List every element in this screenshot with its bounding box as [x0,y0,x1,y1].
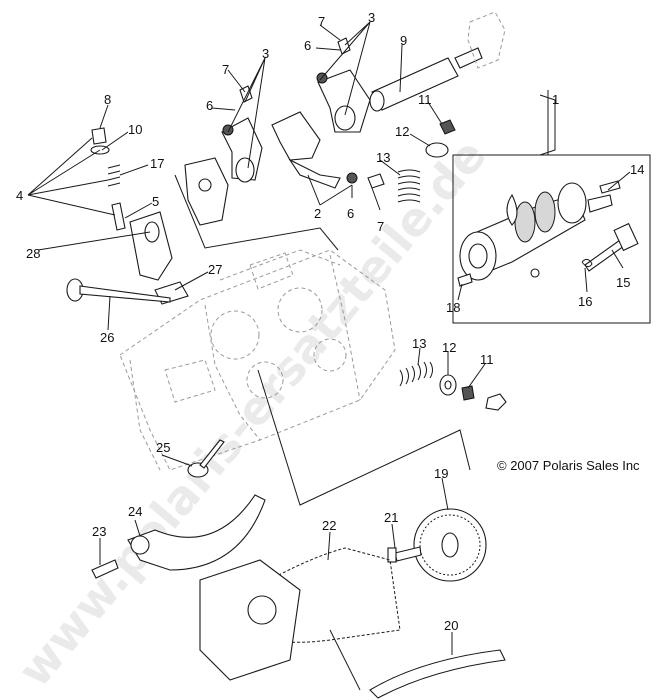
valve-keeper-11-upper [439,119,456,135]
callout-1: 1 [552,92,559,107]
reference-mark-a [485,393,507,411]
callout-4: 4 [16,188,23,203]
cylinder-head [119,249,396,471]
callout-5: 5 [152,194,159,209]
callout-19: 19 [434,466,448,481]
rocker-arm-middle [271,111,385,189]
callout-16: 16 [578,294,592,309]
callout-26: 26 [100,330,114,345]
callout-6c: 6 [347,206,354,221]
callout-12a: 12 [395,124,409,139]
callout-22: 22 [322,518,336,533]
chain-guide-24 [127,494,266,571]
callout-17: 17 [150,156,164,171]
callout-15: 15 [616,275,630,290]
callout-18: 18 [446,300,460,315]
bolt-23 [91,559,119,579]
callout-11a: 11 [418,92,432,107]
valve-spring-13-upper [397,169,421,203]
callout-3a: 3 [368,10,375,25]
callout-20: 20 [444,618,458,633]
rocker-arm-upper-right [316,37,371,133]
camshaft [459,182,613,281]
callout-25: 25 [156,440,170,455]
callout-13b: 13 [412,336,426,351]
callout-9: 9 [400,33,407,48]
camshaft-assembly-box [452,154,651,324]
callout-7b: 7 [222,62,229,77]
assembly-bracket-lower [257,369,471,506]
callout-11b: 11 [480,352,494,367]
callout-7c: 7 [377,219,384,234]
callout-labels: 1 2 3 3 3 4 5 6 6 6 7 7 7 8 9 10 11 11 1… [16,10,644,633]
bolt-21 [387,546,422,563]
chain-guide-20 [369,649,506,699]
callout-3b: 3 [262,46,269,61]
copyright-notice: © 2007 Polaris Sales Inc [497,458,640,473]
valve-26 [66,278,171,303]
camshaft-plug-18 [457,273,473,287]
rocker-arm-upper-left [221,85,263,183]
callout-27: 27 [208,262,222,277]
assembly-bracket-upper [174,174,339,251]
callout-14: 14 [630,162,644,177]
callout-28: 28 [26,246,40,261]
valve-retainer-12-lower [439,374,457,396]
crankcase-cover [199,559,301,681]
callout-6b: 6 [206,98,213,113]
callout-8: 8 [104,92,111,107]
valve-spring-13-lower [399,361,433,387]
valve-retainer-12-upper [425,142,449,158]
callout-13a: 13 [376,150,390,165]
valve-keeper-11-lower [461,385,475,401]
callout-21: 21 [384,510,398,525]
callout-2: 2 [314,206,321,221]
callout-6a: 6 [304,38,311,53]
rocker-shaft-9 [369,11,506,112]
spring-clip-16 [581,258,593,268]
callout-24: 24 [128,504,142,519]
rocker-housing [184,157,229,226]
assembly-bracket-chain [329,629,361,691]
leader-lines [27,21,631,655]
decompression-shaft-15 [584,222,639,272]
callout-10: 10 [128,122,142,137]
callout-23: 23 [92,524,106,539]
cam-sprocket-19 [413,508,487,582]
callout-7a: 7 [318,14,325,29]
valve-25 [187,439,225,478]
callout-12b: 12 [442,340,456,355]
tensioner-assembly [90,127,189,305]
